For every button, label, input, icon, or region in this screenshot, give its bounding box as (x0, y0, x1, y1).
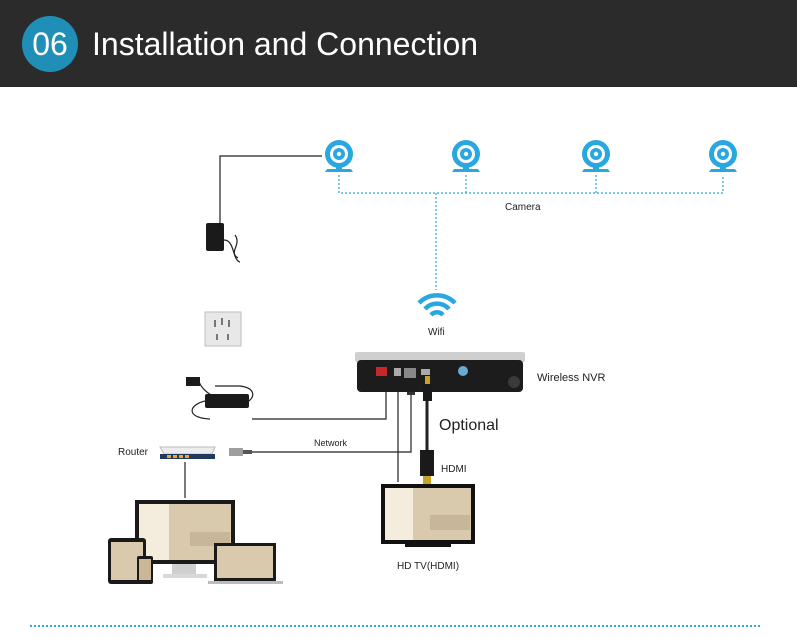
camera-icon-1 (325, 140, 353, 172)
section-number-badge: 06 (22, 16, 78, 72)
wifi-icon (417, 293, 457, 317)
router-label: Router (118, 447, 149, 458)
camera-icon-3 (582, 140, 610, 172)
camera-icon-2 (452, 140, 480, 172)
camera-label: Camera (505, 202, 541, 213)
wifi-label: Wifi (428, 327, 445, 338)
client-devices-icon (108, 500, 283, 584)
wireless-nvr-device (355, 352, 525, 392)
network-plug-icon (229, 448, 252, 456)
hdmi-label: HDMI (441, 464, 467, 475)
camera-icon-4 (709, 140, 737, 172)
network-label: Network (314, 438, 348, 448)
header-bar: 06 Installation and Connection (0, 0, 797, 87)
power-supply-icon (186, 377, 254, 420)
optional-label: Optional (439, 417, 499, 434)
router-icon (159, 446, 216, 459)
nvr-label: Wireless NVR (537, 372, 606, 384)
wall-socket-icon (204, 311, 242, 347)
power-adapter-icon (206, 223, 241, 263)
tv-label: HD TV(HDMI) (397, 561, 459, 572)
hd-tv-icon (381, 484, 475, 547)
hdmi-cable-icon (420, 376, 434, 484)
page-title: Installation and Connection (92, 26, 479, 62)
